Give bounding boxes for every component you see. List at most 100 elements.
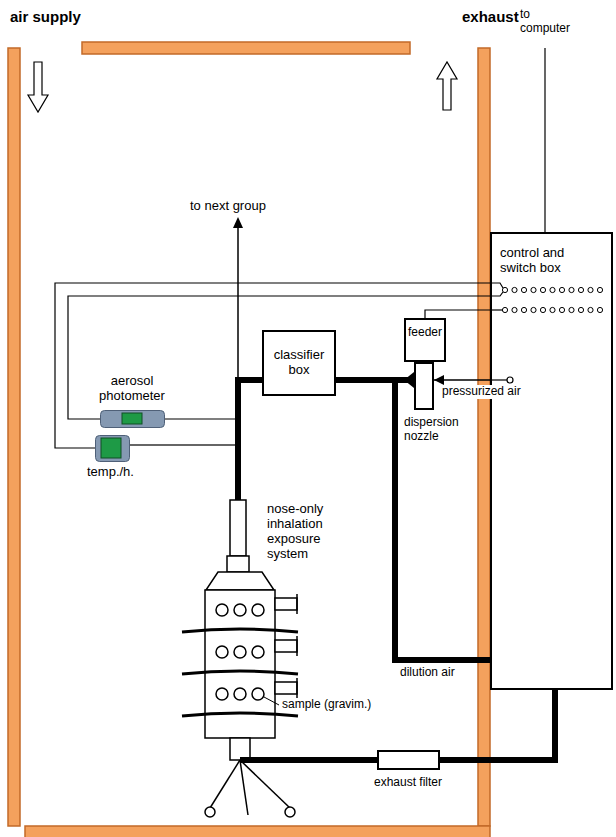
device-display <box>122 413 142 424</box>
connector-socket <box>540 307 545 312</box>
device-icon <box>95 435 130 462</box>
connector-socket <box>588 287 593 292</box>
connector-socket <box>550 287 555 292</box>
connector-socket <box>540 287 545 292</box>
device-display <box>101 438 121 458</box>
animal-port <box>216 604 228 616</box>
filter-box: exhaust filter <box>377 750 440 770</box>
animal-port <box>216 688 228 700</box>
connector-socket <box>559 307 564 312</box>
computer-cable <box>544 48 545 232</box>
device-housing <box>101 411 165 428</box>
connector-socket <box>578 287 583 292</box>
connector-socket <box>502 287 507 292</box>
line-label: pressurized air <box>440 385 523 399</box>
sensor-device: temp./h. <box>95 435 130 462</box>
wall-bar <box>8 48 20 826</box>
side-tube <box>275 598 297 610</box>
tier-plate <box>182 671 298 674</box>
wire-stubs <box>490 283 513 383</box>
wire <box>490 379 507 380</box>
animal-port <box>234 604 246 616</box>
arrowhead <box>233 217 243 228</box>
airflow-label: air supply <box>10 8 81 25</box>
side-tube <box>275 640 297 652</box>
node-label: classifier box <box>268 348 330 378</box>
outlet-label: to next group <box>190 199 266 214</box>
tripod-leg <box>210 760 240 808</box>
animal-port <box>234 688 246 700</box>
side-tube-end <box>296 594 298 614</box>
connector-socket <box>531 307 536 312</box>
connector-socket <box>578 307 583 312</box>
node-label: feeder <box>407 326 443 340</box>
animal-port <box>252 646 264 658</box>
connector-socket <box>512 287 517 292</box>
wheel <box>205 807 215 817</box>
connector-socket <box>569 307 574 312</box>
connector-socket <box>559 287 564 292</box>
node-label: temp./h. <box>87 465 147 480</box>
exposure-system: nose-only inhalation exposure system <box>205 500 340 760</box>
animal-port <box>252 688 264 700</box>
cabinet-frame <box>8 42 490 837</box>
tier-plate <box>182 713 298 716</box>
connector-socket <box>597 307 602 312</box>
sensor-probe <box>130 444 235 446</box>
connector <box>55 283 490 448</box>
leader-line <box>264 697 279 705</box>
side-tube-end <box>296 636 298 656</box>
node-label: control and switch box <box>500 246 603 276</box>
ceiling-bar <box>82 42 410 54</box>
connector-socket <box>569 287 574 292</box>
node-label: exhaust filter <box>374 776 454 790</box>
cable-label: to computer <box>520 8 578 36</box>
connector <box>425 310 490 318</box>
air-inlet <box>507 377 513 383</box>
wheel <box>285 807 295 817</box>
connector-socket <box>531 287 536 292</box>
node-label: dispersion nozzle <box>404 416 470 444</box>
sampling-line <box>165 418 235 419</box>
airflow-arrow <box>28 62 48 112</box>
side-tube-end <box>296 678 298 698</box>
tower-base <box>230 738 250 760</box>
connector-socket <box>597 287 602 292</box>
control-box: control and switch box <box>490 232 613 690</box>
part-label: sample (gravim.) <box>282 698 371 712</box>
connector-socket <box>512 307 517 312</box>
connector <box>434 379 490 381</box>
node-label: aerosol photometer <box>92 374 172 404</box>
floor-bar <box>25 826 490 837</box>
connector-socket <box>550 307 555 312</box>
animal-port <box>216 646 228 658</box>
feeder-box: feeder <box>404 318 446 362</box>
tower-tiers <box>182 594 298 716</box>
connector-socket <box>521 307 526 312</box>
device-housing <box>96 436 130 462</box>
tower-top <box>206 572 274 590</box>
connector <box>240 757 377 763</box>
tripod-leg <box>240 760 248 815</box>
tube-cap <box>227 556 249 572</box>
nozzle-box: dispersion nozzle <box>414 362 434 410</box>
connector <box>440 690 555 760</box>
connector <box>238 380 262 500</box>
tier-plate <box>182 629 298 632</box>
airflow-arrow <box>437 62 457 110</box>
connector-socket <box>521 287 526 292</box>
airflow-label: exhaust <box>462 8 519 25</box>
connector-socket <box>588 307 593 312</box>
inlet-tube <box>230 500 246 556</box>
connector-rows <box>502 287 602 312</box>
line-label: dilution air <box>400 666 455 680</box>
animal-port <box>252 604 264 616</box>
photometer-device: aerosol photometer <box>100 410 165 428</box>
node-label: nose-only inhalation exposure system <box>267 502 342 562</box>
tower-body <box>205 590 275 738</box>
classifier-box: classifier box <box>262 330 336 396</box>
tripod-leg <box>240 760 290 808</box>
wall-bar <box>478 48 490 826</box>
